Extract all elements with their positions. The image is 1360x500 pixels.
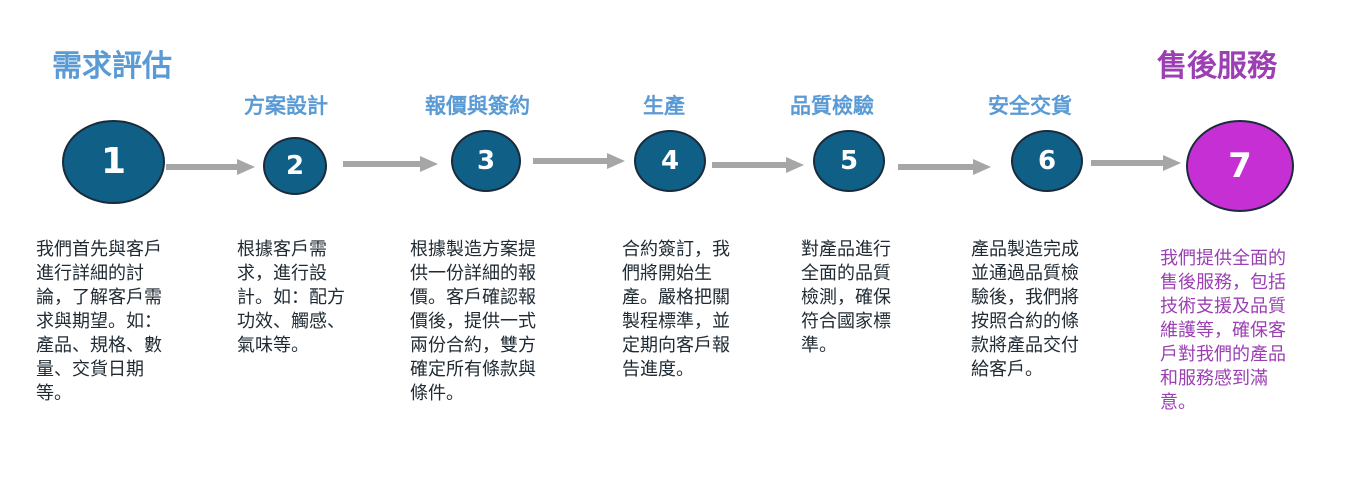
desc-line: 們將開始生 xyxy=(622,263,712,284)
step-1-title: 需求評估 xyxy=(52,49,172,84)
desc-line: 根據客戶需 xyxy=(237,239,327,260)
desc-line: 告進度。 xyxy=(622,359,694,380)
desc-line: 兩份合約，雙方 xyxy=(410,335,536,356)
desc-line: 維護等，確保客 xyxy=(1160,320,1286,341)
desc-line: 產品製造完成 xyxy=(971,239,1079,260)
desc-line: 並通過品質檢 xyxy=(971,263,1079,284)
arrow-2-to-3 xyxy=(343,156,438,172)
desc-line: 檢測，確保 xyxy=(801,287,891,308)
step-4-circle: 4 xyxy=(634,130,706,192)
desc-line: 定期向客戶報 xyxy=(622,335,730,356)
desc-line: 功效、觸感、 xyxy=(237,311,345,332)
desc-line: 根據製造方案提 xyxy=(410,239,536,260)
arrow-6-to-7 xyxy=(1091,155,1181,171)
desc-line: 給客戶。 xyxy=(971,359,1043,380)
desc-line: 氣味等。 xyxy=(237,335,309,356)
step-3-title: 報價與簽約 xyxy=(425,94,530,118)
step-4-description: 合約簽訂，我 們將開始生 產。嚴格把關 製程標準，並 定期向客戶報 告進度。 xyxy=(622,238,730,382)
arrow-1-to-2 xyxy=(166,159,255,175)
desc-line: 款將產品交付 xyxy=(971,335,1079,356)
desc-line: 供一份詳細的報 xyxy=(410,263,536,284)
desc-line: 產。嚴格把關 xyxy=(622,287,730,308)
step-7-description: 我們提供全面的 售後服務，包括 技術支援及品質 維護等，確保客 戶對我們的產品 … xyxy=(1160,247,1286,415)
desc-line: 條件。 xyxy=(410,383,464,404)
desc-line: 全面的品質 xyxy=(801,263,891,284)
step-5-title: 品質檢驗 xyxy=(790,94,874,118)
desc-line: 進行詳細的討 xyxy=(36,263,144,284)
desc-line: 按照合約的條 xyxy=(971,311,1079,332)
step-6-description: 產品製造完成 並通過品質檢 驗後，我們將 按照合約的條 款將產品交付 給客戶。 xyxy=(971,238,1079,382)
desc-line: 計。如：配方 xyxy=(237,287,345,308)
step-1-number: 1 xyxy=(100,141,127,182)
desc-line: 我們提供全面的 xyxy=(1160,248,1286,269)
desc-line: 產品、規格、數 xyxy=(36,335,162,356)
step-4-title: 生產 xyxy=(643,94,685,118)
desc-line: 驗後，我們將 xyxy=(971,287,1079,308)
step-2-circle: 2 xyxy=(263,137,327,195)
desc-line: 和服務感到滿 xyxy=(1160,368,1268,389)
desc-line: 論，了解客戶需 xyxy=(36,287,162,308)
step-5-circle: 5 xyxy=(813,130,885,192)
desc-line: 售後服務，包括 xyxy=(1160,272,1286,293)
step-7-number: 7 xyxy=(1228,146,1252,186)
desc-line: 求，進行設 xyxy=(237,263,327,284)
desc-line: 求與期望。如： xyxy=(36,311,162,332)
step-3-circle: 3 xyxy=(451,130,521,192)
desc-line: 準。 xyxy=(801,335,837,356)
step-6-title: 安全交貨 xyxy=(988,94,1072,118)
step-2-title: 方案設計 xyxy=(244,94,328,118)
arrow-3-to-4 xyxy=(533,153,625,169)
arrow-4-to-5 xyxy=(712,157,804,173)
desc-line: 對產品進行 xyxy=(801,239,891,260)
step-7-title: 售後服務 xyxy=(1157,49,1277,84)
desc-line: 我們首先與客戶 xyxy=(36,239,162,260)
desc-line: 符合國家標 xyxy=(801,311,891,332)
step-1-circle: 1 xyxy=(62,120,165,204)
step-2-number: 2 xyxy=(285,151,305,181)
desc-line: 等。 xyxy=(36,383,72,404)
desc-line: 價後，提供一式 xyxy=(410,311,536,332)
step-7-circle: 7 xyxy=(1186,120,1294,212)
step-3-description: 根據製造方案提 供一份詳細的報 價。客戶確認報 價後，提供一式 兩份合約，雙方 … xyxy=(410,238,536,406)
desc-line: 技術支援及品質 xyxy=(1160,296,1286,317)
step-3-number: 3 xyxy=(476,146,496,176)
step-6-circle: 6 xyxy=(1011,130,1083,192)
desc-line: 量、交貨日期 xyxy=(36,359,144,380)
step-5-number: 5 xyxy=(839,146,859,176)
step-6-number: 6 xyxy=(1037,146,1057,176)
step-5-description: 對產品進行 全面的品質 檢測，確保 符合國家標 準。 xyxy=(801,238,891,358)
desc-line: 戶對我們的產品 xyxy=(1160,344,1286,365)
desc-line: 確定所有條款與 xyxy=(410,359,536,380)
desc-line: 合約簽訂，我 xyxy=(622,239,730,260)
step-4-number: 4 xyxy=(660,146,680,176)
desc-line: 製程標準，並 xyxy=(622,311,730,332)
desc-line: 意。 xyxy=(1160,392,1196,413)
desc-line: 價。客戶確認報 xyxy=(410,287,536,308)
step-2-description: 根據客戶需 求，進行設 計。如：配方 功效、觸感、 氣味等。 xyxy=(237,238,345,358)
step-1-description: 我們首先與客戶 進行詳細的討 論，了解客戶需 求與期望。如： 產品、規格、數 量… xyxy=(36,238,162,406)
arrow-5-to-6 xyxy=(898,159,991,175)
